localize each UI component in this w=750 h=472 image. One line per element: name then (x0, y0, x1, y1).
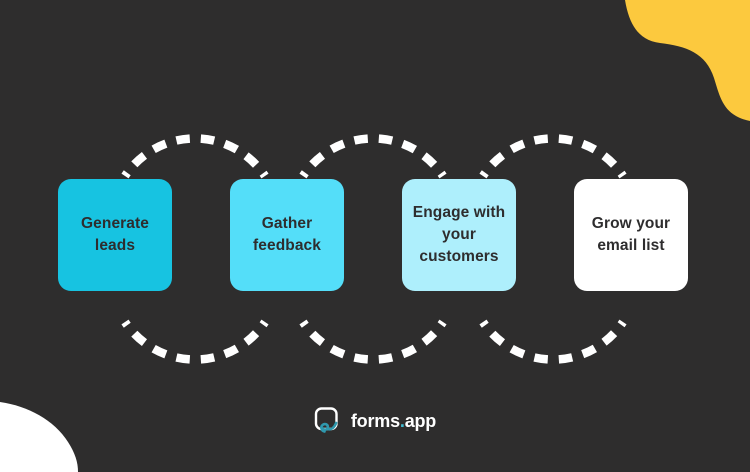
brand-wordmark: forms.app (351, 411, 436, 432)
yellow-blob (625, 0, 750, 121)
forms-app-logo-icon (314, 407, 338, 433)
brand-name-text: forms (350, 410, 400, 431)
dashed-arc-top-1 (121, 134, 269, 179)
brand-suffix-text: app (404, 410, 437, 431)
dashed-arc-bottom-3 (479, 319, 627, 364)
brand-dot: . (399, 410, 405, 431)
brand-footer: forms.app (0, 406, 750, 436)
dashed-arc-bottom-2 (299, 319, 447, 364)
dashed-arc-top-3 (479, 134, 627, 179)
dashed-arc-top-2 (299, 134, 447, 179)
dashed-arc-bottom-1 (121, 319, 269, 364)
